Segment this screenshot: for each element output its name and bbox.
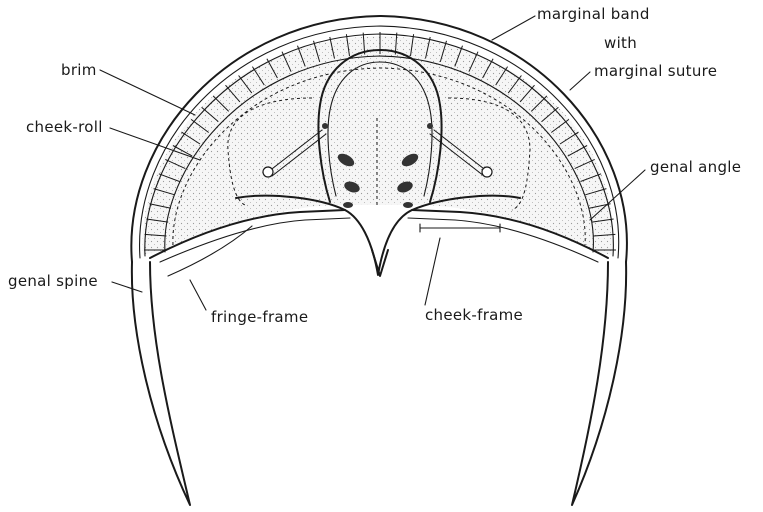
leader-marginal-band xyxy=(492,16,535,40)
eye-node-left xyxy=(322,123,328,129)
left-eye xyxy=(263,167,273,177)
label-marginal-band: marginal band xyxy=(537,7,650,22)
label-genal-spine: genal spine xyxy=(8,274,98,289)
glabellar-furrow-right-3 xyxy=(403,202,413,208)
label-genal-angle: genal angle xyxy=(650,160,741,175)
glabellar-furrow-left-3 xyxy=(343,202,353,208)
leader-genal-spine xyxy=(112,282,142,292)
label-cheek-roll: cheek-roll xyxy=(26,120,103,135)
label-marginal-suture: marginal suture xyxy=(594,64,717,79)
leader-marginal-suture xyxy=(570,72,590,90)
label-brim: brim xyxy=(61,63,97,78)
brim-area xyxy=(143,36,613,255)
eye-node-right xyxy=(427,123,433,129)
label-with: with xyxy=(604,36,637,51)
label-cheek-frame: cheek-frame xyxy=(425,308,523,323)
cheek-frame-bracket xyxy=(420,224,500,232)
label-fringe-frame: fringe-frame xyxy=(211,310,308,325)
leader-cheek-frame xyxy=(425,238,440,305)
right-genal-spine xyxy=(572,262,626,505)
leader-fringe-frame xyxy=(190,280,206,310)
right-eye xyxy=(482,167,492,177)
left-genal-spine xyxy=(132,262,190,505)
leader-brim xyxy=(100,70,195,115)
